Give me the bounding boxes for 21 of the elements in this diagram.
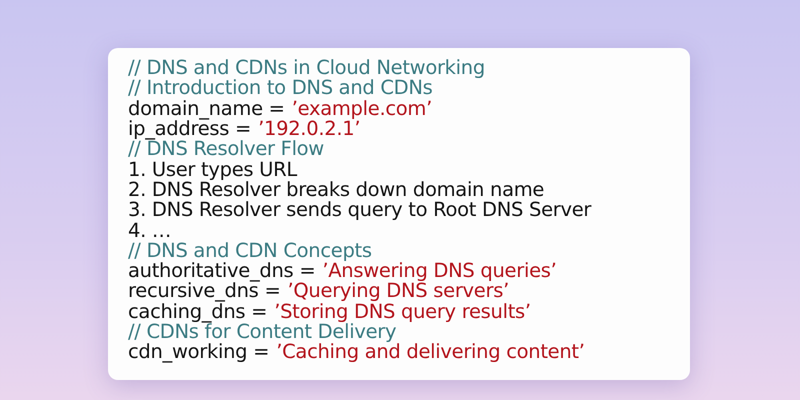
comment-text: // Introduction to DNS and CDNs (128, 78, 433, 98)
code-text: domain_name = (128, 98, 285, 119)
comment-text: // CDNs for Content Delivery (128, 322, 396, 342)
code-text: recursive_dns = (128, 281, 280, 302)
code-text: 3. DNS Resolver sends query to Root DNS Server (128, 200, 592, 220)
string-literal: ’192.0.2.1’ (258, 119, 360, 140)
string-literal: ’Storing DNS query results’ (274, 302, 531, 322)
string-literal: ’Caching and delivering content’ (276, 342, 585, 362)
code-text: cdn_working = (128, 342, 270, 362)
code-text: ip_address = (128, 119, 252, 140)
code-text: caching_dns = (128, 302, 268, 322)
string-literal: ’example.com’ (292, 98, 432, 119)
string-literal: ’Answering DNS queries’ (322, 261, 557, 282)
string-literal: ’Querying DNS servers’ (287, 281, 509, 302)
comment-text: // DNS Resolver Flow (128, 139, 324, 160)
code-text: 4. … (128, 220, 172, 241)
code-text: 1. User types URL (128, 160, 297, 180)
comment-text: // DNS and CDN Concepts (128, 240, 372, 261)
code-text: authoritative_dns = (128, 261, 316, 282)
comment-text: // DNS and CDNs in Cloud Networking (128, 58, 485, 78)
code-text: 2. DNS Resolver breaks down domain name (128, 180, 544, 200)
